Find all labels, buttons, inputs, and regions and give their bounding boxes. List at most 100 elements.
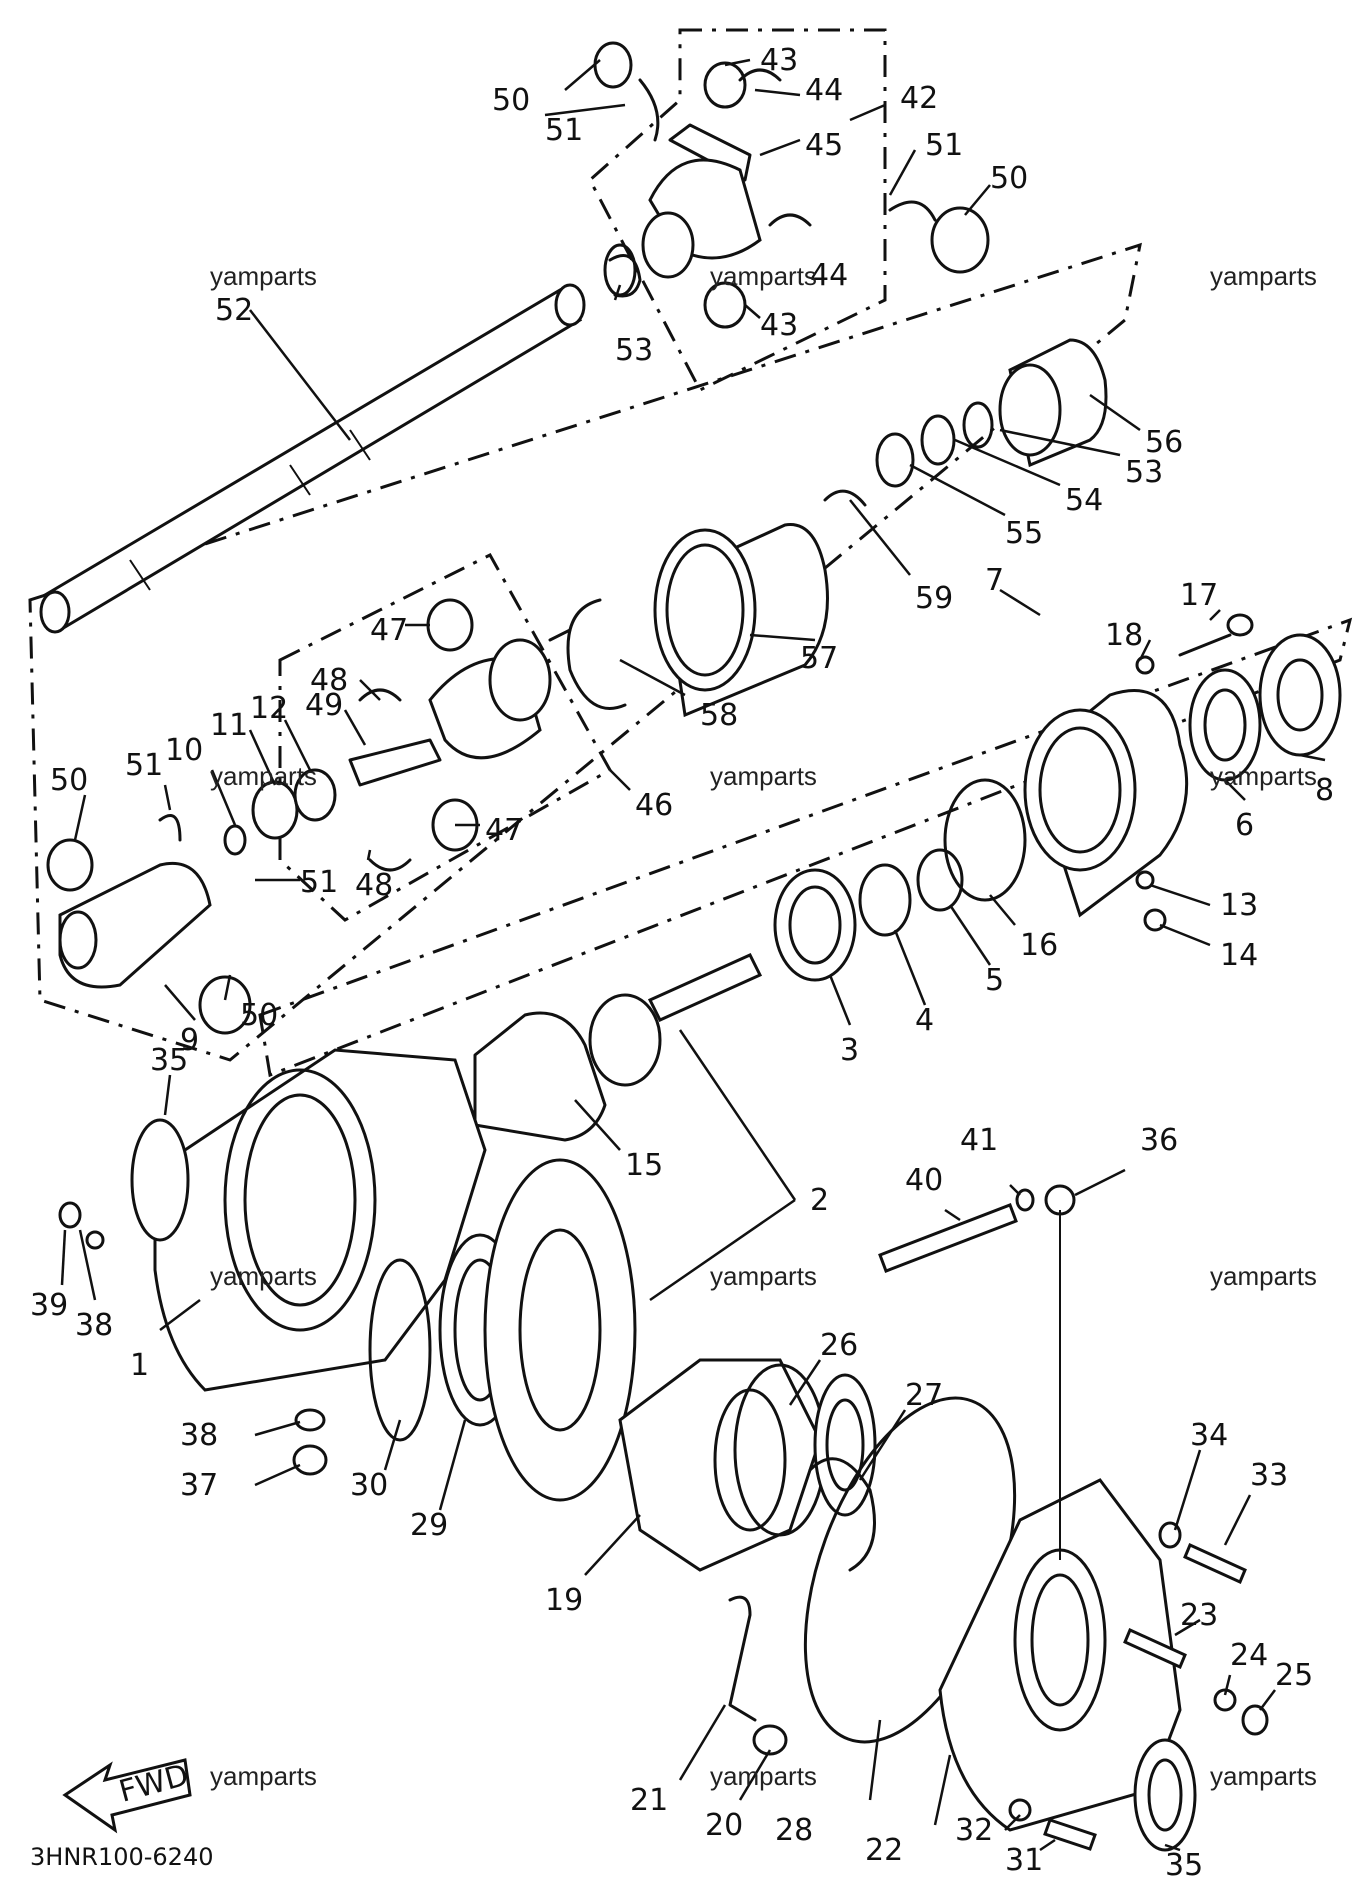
callouts: 50 51 43 44 42 45 51 50 44 43 52 53 56 5… [30, 43, 1334, 1883]
drawing-code: 3HNR100-6240 [30, 1843, 214, 1871]
callout-40: 40 [905, 1163, 943, 1198]
callout-13: 13 [1220, 888, 1258, 923]
callout-57: 57 [800, 641, 838, 676]
leader-lines [60, 58, 1326, 1852]
callout-51: 51 [545, 113, 583, 148]
callout-38: 38 [180, 1418, 218, 1453]
callout-30: 30 [350, 1468, 388, 1503]
callout-37: 37 [180, 1468, 218, 1503]
callout-51: 51 [925, 128, 963, 163]
rear-cover [878, 1184, 1269, 1852]
callout-2: 2 [810, 1183, 829, 1218]
callout-35: 35 [150, 1043, 188, 1078]
callout-50: 50 [990, 161, 1028, 196]
callout-25: 25 [1275, 1658, 1313, 1693]
watermark: yamparts [1210, 1761, 1317, 1791]
callout-27: 27 [905, 1378, 943, 1413]
top-universal-joint [593, 41, 990, 329]
callout-36: 36 [1140, 1123, 1178, 1158]
callout-51: 51 [125, 748, 163, 783]
callout-53: 53 [615, 333, 653, 368]
callout-29: 29 [410, 1508, 448, 1543]
callout-50: 50 [50, 763, 88, 798]
callout-34: 34 [1190, 1418, 1228, 1453]
callout-23: 23 [1180, 1598, 1218, 1633]
callout-3: 3 [840, 1033, 859, 1068]
fwd-arrow-icon: FWD [62, 1758, 192, 1834]
callout-31: 31 [1005, 1843, 1043, 1878]
callout-21: 21 [630, 1783, 668, 1818]
watermarks: yamparts yamparts yamparts yamparts yamp… [210, 261, 1317, 1791]
callout-48: 48 [355, 868, 393, 903]
callout-8: 8 [1315, 773, 1334, 808]
callout-50: 50 [240, 998, 278, 1033]
bracket-bolt [728, 1595, 788, 1756]
callout-10: 10 [165, 733, 203, 768]
callout-47: 47 [370, 613, 408, 648]
callout-19: 19 [545, 1583, 583, 1618]
callout-50: 50 [492, 83, 530, 118]
callout-4: 4 [915, 1003, 934, 1038]
callout-5: 5 [985, 963, 1004, 998]
callout-16: 16 [1020, 928, 1058, 963]
watermark: yamparts [1210, 261, 1317, 291]
callout-59: 59 [915, 581, 953, 616]
callout-39: 39 [30, 1288, 68, 1323]
callout-26: 26 [820, 1328, 858, 1363]
callout-18: 18 [1105, 618, 1143, 653]
watermark: yamparts [210, 1261, 317, 1291]
callout-56: 56 [1145, 425, 1183, 460]
callout-41: 41 [960, 1123, 998, 1158]
callout-15: 15 [625, 1148, 663, 1183]
watermark: yamparts [210, 761, 317, 791]
differential-case [58, 1048, 487, 1476]
callout-55: 55 [1005, 516, 1043, 551]
callout-45: 45 [805, 128, 843, 163]
callout-24: 24 [1230, 1638, 1268, 1673]
callout-11: 11 [210, 708, 248, 743]
callout-22: 22 [865, 1833, 903, 1868]
callout-52: 52 [215, 293, 253, 328]
callout-47: 47 [485, 813, 523, 848]
callout-6: 6 [1235, 808, 1254, 843]
watermark: yamparts [710, 1761, 817, 1791]
callout-44: 44 [805, 73, 843, 108]
watermark: yamparts [710, 761, 817, 791]
callout-32: 32 [955, 1813, 993, 1848]
callout-49: 49 [305, 688, 343, 723]
pinion-assembly [588, 778, 1027, 1087]
callout-51: 51 [300, 865, 338, 900]
callout-28: 28 [775, 1813, 813, 1848]
watermark: yamparts [210, 261, 317, 291]
watermark: yamparts [1210, 761, 1317, 791]
front-housing [1023, 613, 1342, 932]
callout-20: 20 [705, 1808, 743, 1843]
callout-33: 33 [1250, 1458, 1288, 1493]
boot-assembly [548, 338, 1108, 718]
callout-17: 17 [1180, 578, 1218, 613]
callout-58: 58 [700, 698, 738, 733]
callout-35: 35 [1165, 1848, 1203, 1883]
callout-48: 48 [310, 663, 348, 698]
callout-7: 7 [985, 563, 1004, 598]
callout-12: 12 [250, 691, 288, 726]
callout-42: 42 [900, 81, 938, 116]
drive-shaft [39, 254, 642, 634]
callout-54: 54 [1065, 483, 1103, 518]
watermark: yamparts [710, 261, 817, 291]
lower-universal-joint [46, 598, 552, 1035]
callout-46: 46 [635, 788, 673, 823]
callout-9: 9 [180, 1023, 199, 1058]
callout-53: 53 [1125, 455, 1163, 490]
callout-1: 1 [130, 1348, 149, 1383]
callout-38: 38 [75, 1308, 113, 1343]
watermark: yamparts [1210, 1261, 1317, 1291]
gasket [473, 1011, 607, 1142]
watermark: yamparts [210, 1761, 317, 1791]
watermark: yamparts [710, 1261, 817, 1291]
callout-14: 14 [1220, 938, 1258, 973]
callout-43: 43 [760, 43, 798, 78]
callout-43: 43 [760, 308, 798, 343]
callout-44: 44 [810, 258, 848, 293]
